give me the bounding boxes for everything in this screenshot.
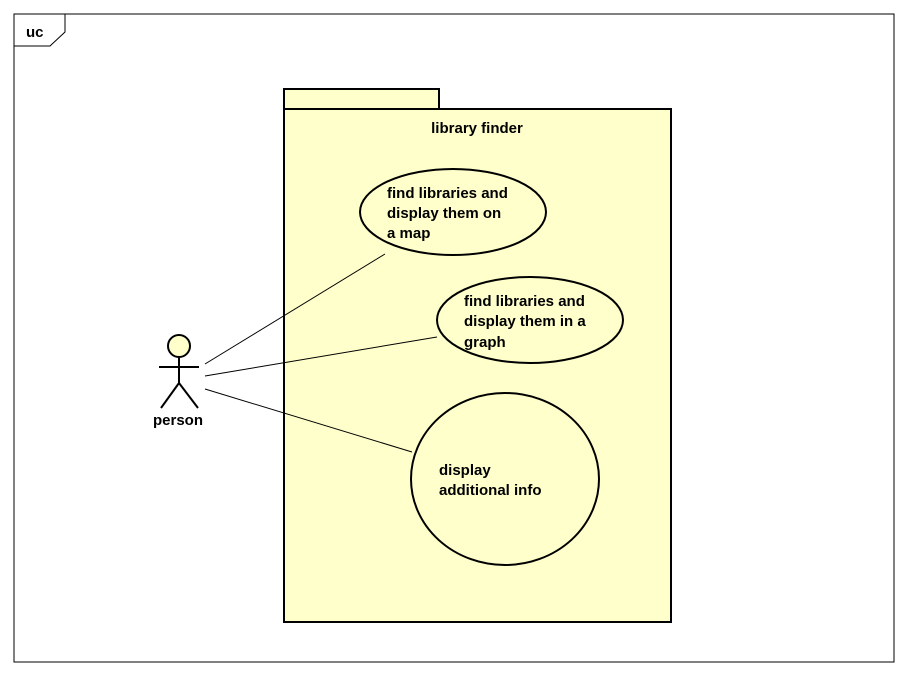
use-case-ellipse <box>359 168 547 256</box>
use-case-label: find libraries and display them in a gra… <box>464 293 590 351</box>
system-name: library finder <box>431 120 523 137</box>
use-case-graph[interactable]: find libraries and display them in a gra… <box>436 276 624 364</box>
use-case-map[interactable]: find libraries and display them on a map <box>359 168 547 256</box>
association-line <box>204 336 438 377</box>
use-case-label: find libraries and display them on a map <box>387 185 512 242</box>
use-case-label: display additional info <box>439 462 542 499</box>
use-case-label-line: display them on <box>387 205 501 222</box>
actor-right-leg <box>178 382 199 409</box>
association-line <box>204 388 413 453</box>
use-case-label-line: display <box>439 462 491 479</box>
actor-head <box>167 334 191 358</box>
frame-label-tab <box>13 13 66 47</box>
use-case-additional-info[interactable]: display additional info <box>410 392 600 566</box>
use-case-ellipse <box>410 392 600 566</box>
use-case-label-line: graph <box>464 334 506 351</box>
frame-label: uc <box>26 24 44 41</box>
use-case-label-line: a map <box>387 225 430 242</box>
use-case-ellipse <box>436 276 624 364</box>
association-line <box>204 253 386 365</box>
actor-name: person <box>153 412 203 429</box>
use-case-label-line: additional info <box>439 482 542 499</box>
use-case-label-line: display them in a <box>464 313 586 330</box>
actor-person[interactable]: person <box>153 334 203 429</box>
use-case-label-line: find libraries and <box>464 293 585 310</box>
system-package-tab <box>283 88 440 110</box>
actor-left-leg <box>160 382 180 409</box>
use-case-label-line: find libraries and <box>387 185 508 202</box>
